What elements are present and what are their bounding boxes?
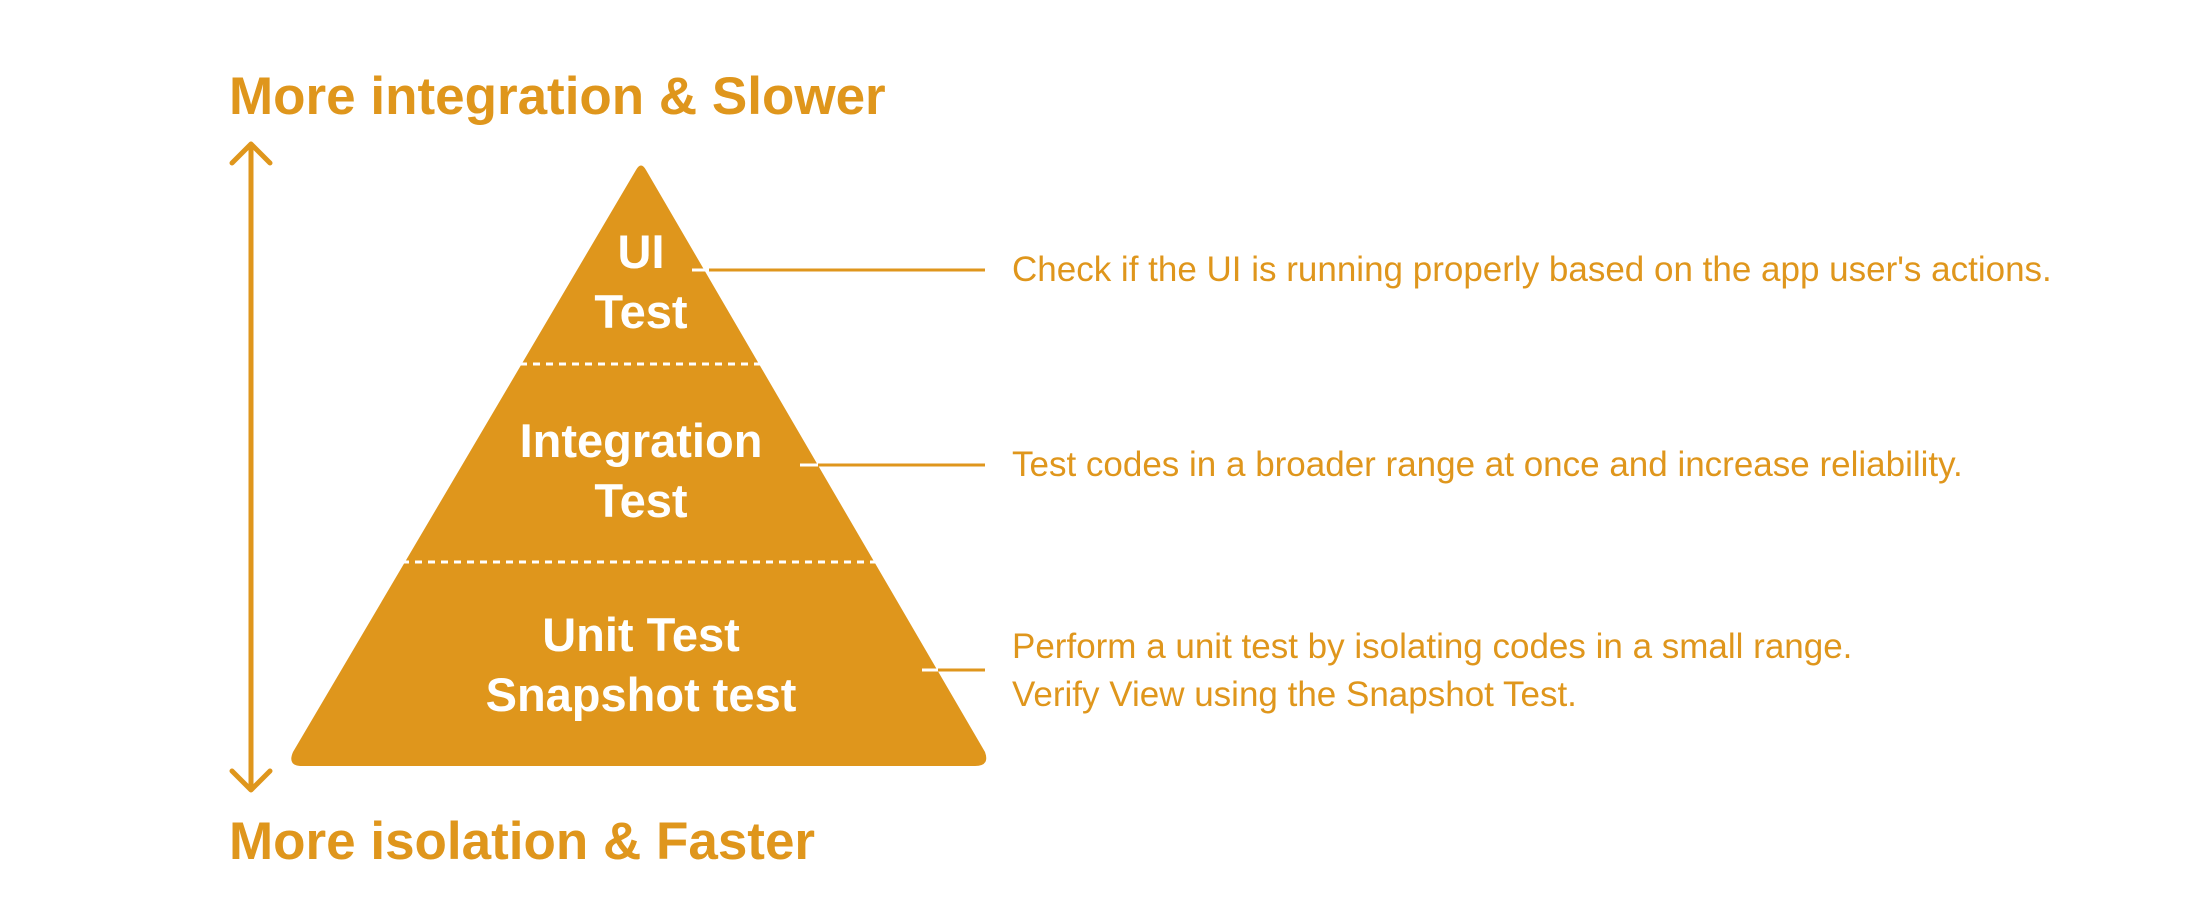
level-label-ui-test: UI Test — [431, 222, 851, 342]
description-ui-test: Check if the UI is running properly base… — [1012, 246, 2052, 294]
description-line: Test codes in a broader range at once an… — [1012, 445, 1963, 484]
description-line: Perform a unit test by isolating codes i… — [1012, 627, 1853, 666]
bottom-axis-label: More isolation & Faster — [229, 812, 816, 871]
description-line: Check if the UI is running properly base… — [1012, 250, 2052, 289]
level-label-line: Unit Test — [542, 608, 740, 661]
description-unit-test: Perform a unit test by isolating codes i… — [1012, 623, 1852, 719]
level-label-line: Test — [594, 285, 688, 338]
double-headed-arrow-icon — [229, 141, 273, 793]
level-label-line: Snapshot test — [485, 668, 797, 721]
level-label-integration-test: Integration Test — [431, 411, 851, 531]
top-axis-label: More integration & Slower — [229, 67, 886, 126]
pyramid-shape — [291, 165, 987, 766]
level-label-unit-test: Unit Test Snapshot test — [431, 605, 851, 725]
level-label-line: Integration — [519, 414, 763, 467]
description-integration-test: Test codes in a broader range at once an… — [1012, 441, 1963, 489]
description-line: Verify View using the Snapshot Test. — [1012, 675, 1577, 714]
level-label-line: UI — [617, 225, 665, 278]
level-label-line: Test — [594, 474, 688, 527]
